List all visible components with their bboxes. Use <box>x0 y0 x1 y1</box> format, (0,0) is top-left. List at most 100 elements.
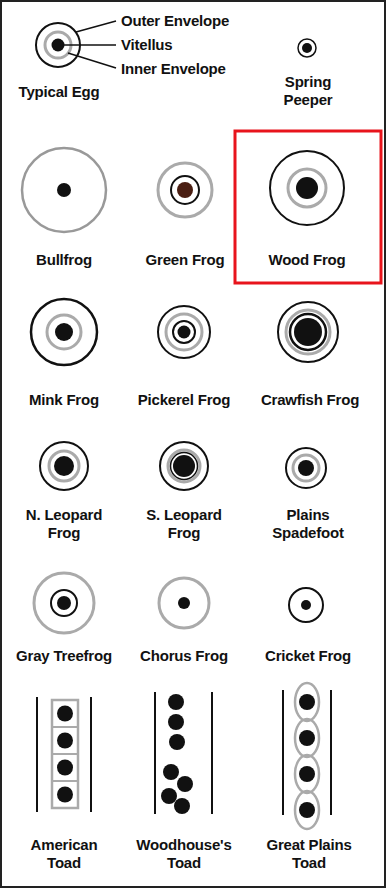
string-edge <box>90 697 92 812</box>
species-name: Crawfish Frog <box>247 391 373 409</box>
egg-envelope <box>34 573 94 633</box>
egg-yolk <box>54 456 74 476</box>
egg-envelope <box>171 176 199 204</box>
species-name: Great Plains Toad <box>254 836 364 872</box>
egg-envelope <box>286 310 330 354</box>
species-name: Woodhouse's Toad <box>132 836 236 872</box>
egg-yolk <box>57 183 71 197</box>
species-egg-label: Crawfish Frog <box>247 391 373 409</box>
species-egg-label: Pickerel Frog <box>125 391 243 409</box>
egg-envelope <box>158 163 212 217</box>
part-name: Inner Envelope <box>121 60 226 78</box>
part-name: Vitellus <box>121 36 172 54</box>
tube-divider <box>52 726 78 728</box>
species-name: Chorus Frog <box>125 647 243 665</box>
species-egg-label: Cricket Frog <box>249 647 367 665</box>
species-name: S. Leopard Frog <box>136 506 232 542</box>
species-egg-label: Chorus Frog <box>125 647 243 665</box>
egg-envelope <box>22 148 106 232</box>
egg-yolk <box>57 596 71 610</box>
egg-envelope <box>171 453 198 480</box>
egg-yolk <box>57 787 73 803</box>
species-name: Spring Peeper <box>273 73 343 109</box>
egg-yolk <box>174 798 190 814</box>
egg-yolk <box>168 694 184 710</box>
species-name: Cricket Frog <box>249 647 367 665</box>
egg-yolk <box>299 766 315 782</box>
species-egg-label: American Toad <box>18 836 110 872</box>
tube-divider <box>52 780 78 782</box>
egg-yolk <box>55 323 73 341</box>
egg-yolk <box>57 706 73 722</box>
leader-line <box>62 44 116 46</box>
species-egg-label: Spring Peeper <box>273 73 343 109</box>
egg-envelope <box>49 451 79 481</box>
egg-envelope <box>166 314 202 350</box>
species-name: Green Frog <box>126 251 244 269</box>
egg-yolk <box>57 733 73 749</box>
egg-envelope <box>160 442 208 490</box>
egg-yolk <box>57 760 73 776</box>
toad-egg-strings <box>37 683 331 829</box>
egg-envelope <box>288 169 326 207</box>
egg-yolk <box>299 730 315 746</box>
species-name: N. Leopard Frog <box>16 506 112 542</box>
string-edge <box>282 690 284 815</box>
species-name: American Toad <box>18 836 110 872</box>
egg-yolk <box>302 43 312 53</box>
egg-envelope <box>31 299 97 365</box>
species-name: Plains Spadefoot <box>256 506 360 542</box>
species-name: Mink Frog <box>5 391 123 409</box>
string-edge <box>211 692 213 814</box>
egg-envelope <box>270 151 344 225</box>
egg-envelope <box>298 39 316 57</box>
species-egg-label: Plains Spadefoot <box>256 506 360 542</box>
egg-chain-link <box>295 719 319 757</box>
egg-envelope <box>168 450 200 482</box>
egg-envelope <box>173 321 195 343</box>
egg-yolk <box>168 714 184 730</box>
species-name: Bullfrog <box>5 251 123 269</box>
egg-envelope <box>278 302 338 362</box>
egg-yolk <box>299 802 315 818</box>
egg-envelope <box>289 588 323 622</box>
species-name: Pickerel Frog <box>125 391 243 409</box>
highlight-box <box>235 131 381 283</box>
species-egg-label: Mink Frog <box>5 391 123 409</box>
egg-yolk <box>177 776 193 792</box>
species-name: Typical Egg <box>4 83 114 101</box>
tube-divider <box>52 753 78 755</box>
species-egg-label: Wood Frog <box>248 251 366 269</box>
egg-yolk <box>173 455 195 477</box>
egg-envelope <box>293 455 319 481</box>
egg-envelope <box>159 578 209 628</box>
species-egg-label: N. Leopard Frog <box>16 506 112 542</box>
species-egg-label: S. Leopard Frog <box>136 506 232 542</box>
egg-yolk <box>178 597 190 609</box>
egg-drawings <box>22 21 344 633</box>
egg-yolk <box>177 182 193 198</box>
egg-yolk <box>301 600 311 610</box>
egg-envelope <box>47 315 81 349</box>
species-egg-label: Great Plains Toad <box>254 836 364 872</box>
egg-chain-link <box>295 791 319 829</box>
string-edge <box>36 697 38 812</box>
leader-line <box>68 53 116 68</box>
egg-envelope <box>51 590 77 616</box>
egg-yolk <box>294 318 322 346</box>
species-egg-label: Green Frog <box>126 251 244 269</box>
species-egg-label: Bullfrog <box>5 251 123 269</box>
string-edge <box>330 690 332 815</box>
egg-yolk <box>161 788 177 804</box>
species-name: Gray Treefrog <box>4 647 124 665</box>
string-edge <box>154 692 156 814</box>
egg-yolk <box>169 734 185 750</box>
egg-chain-link <box>295 683 319 721</box>
egg-envelope <box>158 306 210 358</box>
egg-yolk <box>163 764 179 780</box>
egg-envelope <box>40 442 88 490</box>
